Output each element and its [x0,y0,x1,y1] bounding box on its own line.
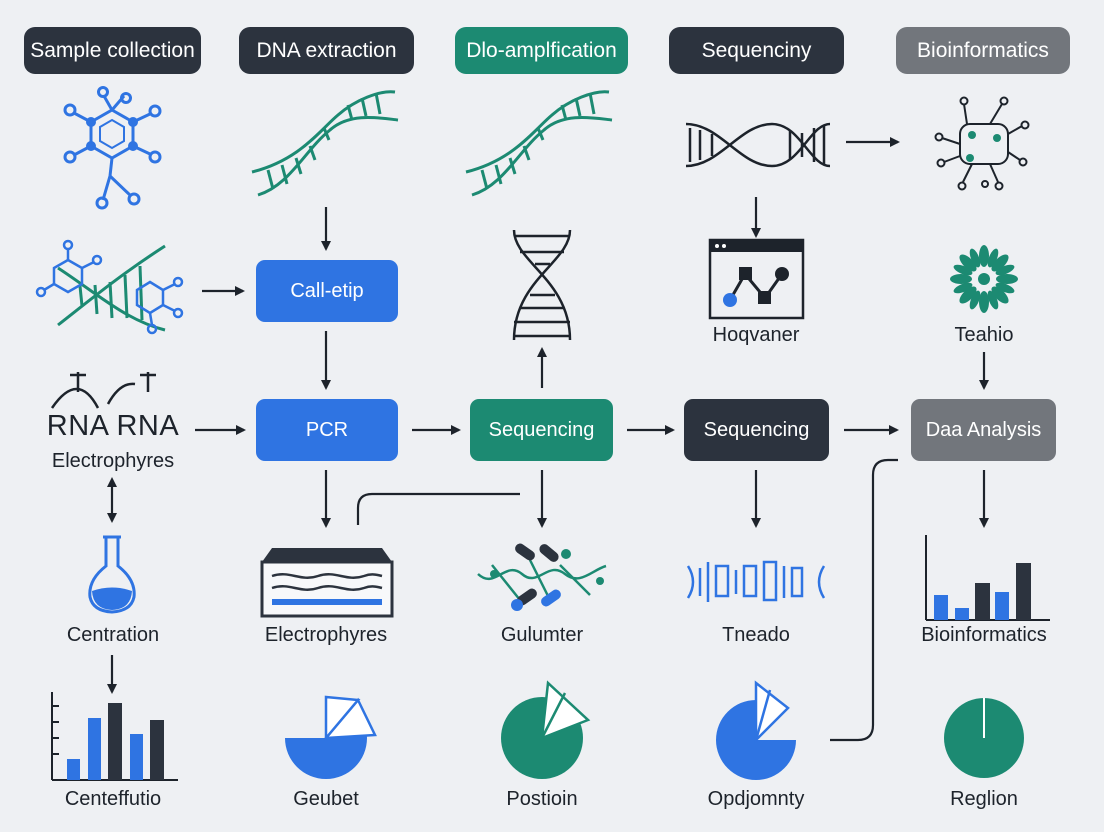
label-hoqvaner: Hoqvaner [712,324,800,346]
header-sample-collection: Sample collection [24,27,201,74]
loop-gel-to-seq [356,492,520,525]
label-electrophyres-gel: Electrophyres [264,624,388,646]
label-opdjomnty: Opdjomnty [707,788,805,810]
header-amplification: Dlo-amplfication [455,27,628,74]
box-pcr: PCR [256,399,398,461]
header-bioinformatics: Bioinformatics [896,27,1070,74]
label-electrophyres-left: Electrophyres [51,450,175,472]
box-data-analysis: Daa Analysis [911,399,1056,461]
label-centeffution: Centeffutio [64,788,162,810]
label-centration: Centration [66,624,160,646]
label-bioinformatics-chart: Bioinformatics [921,624,1047,646]
box-sequencing-dark: Sequencing [684,399,829,461]
label-teahio: Teahio [954,324,1014,346]
label-postioin: Postioin [506,788,578,810]
label-rna: RNA RNA [46,410,180,442]
label-gulumter: Gulumter [500,624,584,646]
label-tneado: Tneado [722,624,790,646]
header-dna-extraction: DNA extraction [239,27,414,74]
loop-pie-to-analysis [830,458,898,742]
box-cell-step: Call-etip [256,260,398,322]
header-sequencing: Sequenciny [669,27,844,74]
label-geubet: Geubet [293,788,359,810]
label-reglion: Reglion [950,788,1018,810]
box-sequencing-green: Sequencing [470,399,613,461]
